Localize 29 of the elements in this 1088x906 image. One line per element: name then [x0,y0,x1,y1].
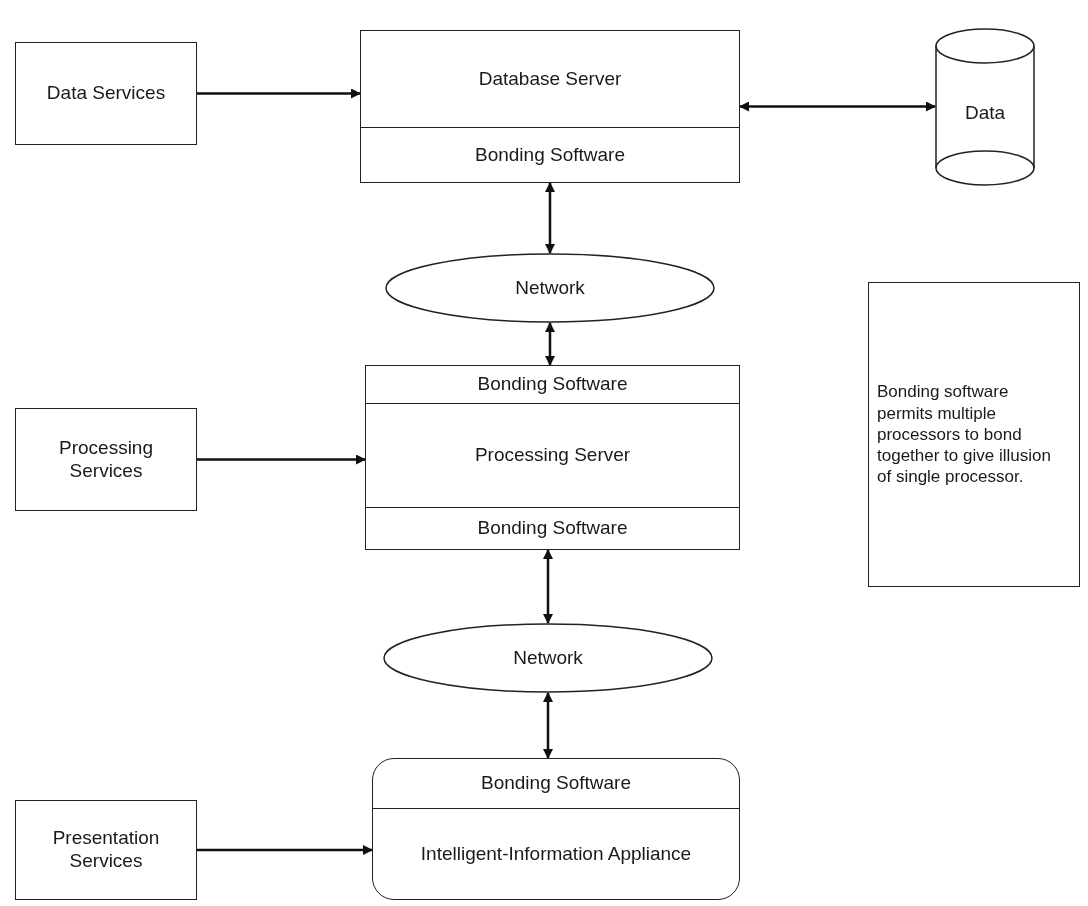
node-label: Network [514,276,586,300]
server-box [360,30,740,183]
service-box [15,408,197,511]
section-label: Bonding Software [476,373,629,396]
appliance-box [372,758,740,900]
node-label: Data [963,101,1007,125]
arrow [545,182,555,254]
section-label: Processing Server [473,444,632,467]
service-box [15,800,197,900]
service-box [15,42,197,145]
section-label: Bonding Software [480,772,632,795]
section-label: Intelligent-Information Appliance [419,842,693,866]
arrow [197,88,361,99]
arrow [197,845,373,855]
note-text: Bonding software permits multiple processors to bond together to give illusion of single processor. [877,381,1052,488]
arrow [543,549,553,624]
arrow [197,454,366,465]
node-label: Presentation Services [51,827,161,873]
server-box [365,365,740,550]
node-label: Network [512,646,584,670]
arrow [739,101,936,112]
section-label: Bonding Software [476,517,629,540]
node-label: Data Services [45,82,167,105]
note-box [868,282,1080,587]
arrow [543,692,553,759]
section-label: Bonding Software [474,143,626,167]
node-label: Processing Services [58,436,154,483]
arrow [545,322,555,366]
section-label: Database Server [477,67,623,91]
